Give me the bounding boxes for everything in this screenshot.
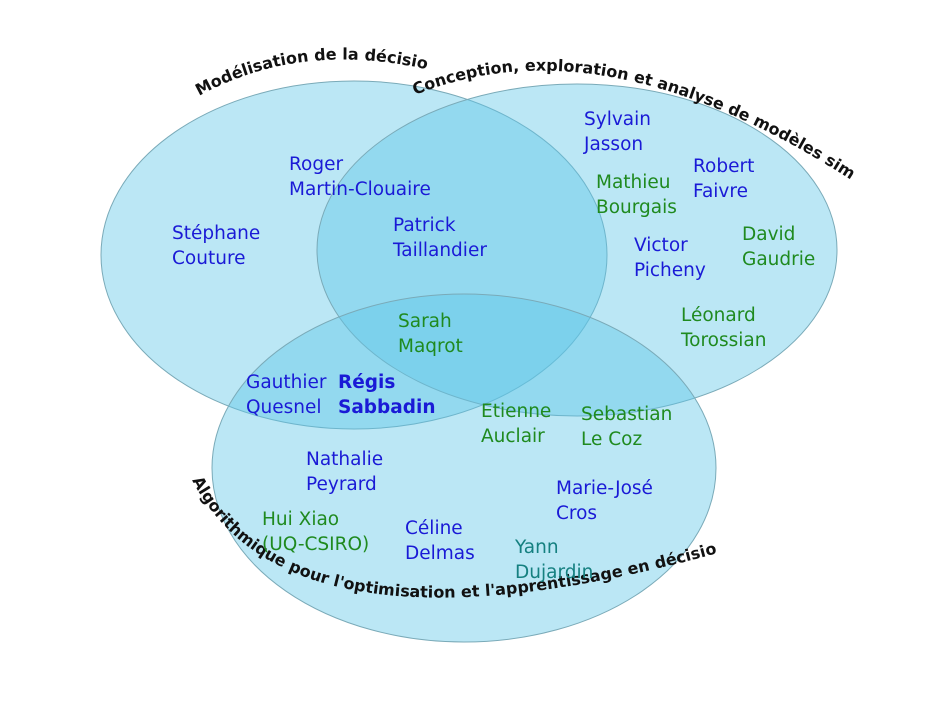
person-hui-xiao: Hui Xiao (UQ-CSIRO) — [262, 507, 369, 557]
person-last-name: Delmas — [405, 543, 475, 564]
person-last-name: Cros — [556, 503, 598, 524]
person-last-name: Dujardin — [515, 562, 594, 583]
person-last-name: Martin-Clouaire — [289, 179, 431, 200]
person-david-gaudrie: David Gaudrie — [742, 222, 815, 272]
person-first-name: Roger — [289, 154, 344, 175]
person-first-name: Marie-José — [556, 478, 653, 499]
person-first-name: Régis — [338, 372, 396, 393]
person-etienne-auclair: Etienne Auclair — [481, 399, 551, 449]
circle-conception — [316, 83, 838, 417]
person-last-name: Bourgais — [596, 197, 677, 218]
circle-modelisation — [100, 80, 608, 430]
person-first-name: Patrick — [393, 215, 456, 236]
person-first-name: Etienne — [481, 401, 552, 422]
person-sebastian-le-coz: Sebastian Le Coz — [581, 402, 672, 452]
person-last-name: Jasson — [584, 134, 644, 155]
person-celine-delmas: Céline Delmas — [405, 516, 475, 566]
person-victor-picheny: Victor Picheny — [634, 233, 706, 283]
person-yann-dujardin: Yann Dujardin — [515, 535, 593, 585]
person-last-name: Maqrot — [398, 336, 463, 357]
person-first-name: Gauthier — [246, 372, 327, 393]
person-first-name: Céline — [405, 518, 463, 539]
person-regis-sabbadin: Régis Sabbadin — [338, 370, 436, 420]
person-first-name: Nathalie — [306, 449, 384, 470]
person-stephane-couture: Stéphane Couture — [172, 221, 260, 271]
person-patrick-taillandier: Patrick Taillandier — [393, 213, 487, 263]
person-marie-jose-cros: Marie-José Cros — [556, 476, 653, 526]
person-roger-martin-clouaire: Roger Martin-Clouaire — [289, 152, 431, 202]
person-sarah-maqrot: Sarah Maqrot — [398, 309, 463, 359]
person-robert-faivre: Robert Faivre — [693, 154, 754, 204]
person-last-name: Taillandier — [393, 240, 487, 261]
person-last-name: Auclair — [481, 426, 545, 447]
person-sylvain-jasson: Sylvain Jasson — [584, 107, 651, 157]
person-leonard-torossian: Léonard Torossian — [681, 303, 766, 353]
person-last-name: Sabbadin — [338, 397, 436, 418]
person-mathieu-bourgais: Mathieu Bourgais — [596, 170, 677, 220]
person-first-name: Yann — [515, 537, 559, 558]
person-first-name: Sarah — [398, 311, 452, 332]
person-last-name: Couture — [172, 248, 246, 269]
person-last-name: Picheny — [634, 260, 706, 281]
person-first-name: Hui Xiao — [262, 509, 340, 530]
person-gauthier-quesnel: Gauthier Quesnel — [246, 370, 327, 420]
person-last-name: Peyrard — [306, 474, 377, 495]
person-first-name: David — [742, 224, 796, 245]
person-last-name: (UQ-CSIRO) — [262, 534, 370, 555]
person-first-name: Robert — [693, 156, 755, 177]
person-last-name: Gaudrie — [742, 249, 816, 270]
person-first-name: Mathieu — [596, 172, 671, 193]
person-first-name: Stéphane — [172, 223, 261, 244]
person-first-name: Sylvain — [584, 109, 651, 130]
person-first-name: Victor — [634, 235, 688, 256]
person-first-name: Sebastian — [581, 404, 673, 425]
person-last-name: Faivre — [693, 181, 748, 202]
person-last-name: Le Coz — [581, 429, 643, 450]
person-nathalie-peyrard: Nathalie Peyrard — [306, 447, 383, 497]
circle-algorithmique — [211, 293, 717, 643]
person-first-name: Léonard — [681, 305, 756, 326]
person-last-name: Quesnel — [246, 397, 322, 418]
person-last-name: Torossian — [681, 330, 767, 351]
